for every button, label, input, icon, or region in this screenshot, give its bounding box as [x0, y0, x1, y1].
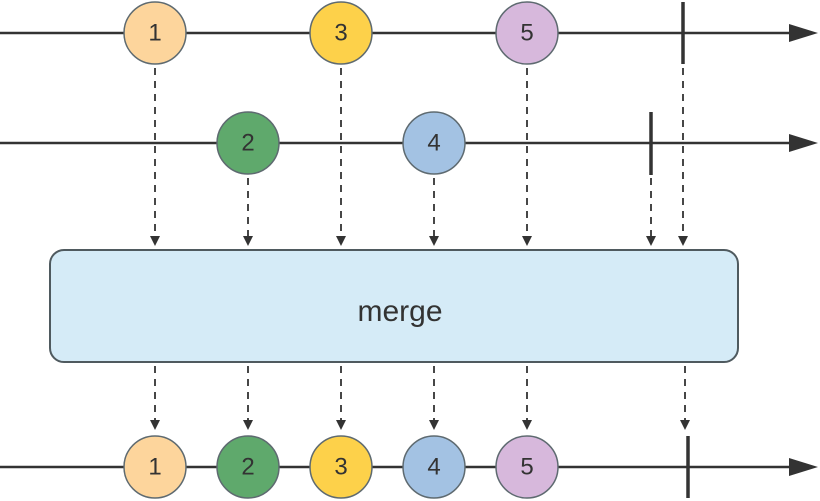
top-marble-5: 5: [495, 1, 559, 65]
top-marble-1: 1: [123, 1, 187, 65]
output-arrows: [150, 366, 690, 430]
svg-text:2: 2: [241, 129, 254, 156]
top-marble-3: 3: [309, 1, 373, 65]
middle-stream-arrowhead: [789, 134, 818, 152]
svg-text:5: 5: [520, 19, 533, 46]
output-marble-5: 5: [495, 435, 559, 499]
output-marble-2: 2: [216, 435, 280, 499]
output-marble-3: 3: [309, 435, 373, 499]
svg-text:3: 3: [334, 19, 347, 46]
middle-marble-4: 4: [402, 111, 466, 175]
svg-text:4: 4: [427, 129, 440, 156]
middle-marble-2: 2: [216, 111, 280, 175]
svg-text:2: 2: [241, 453, 254, 480]
output-marble-1: 1: [123, 435, 187, 499]
top-stream-arrowhead: [789, 24, 818, 42]
merge-operator: merge: [49, 249, 739, 363]
top-stream-line: [0, 24, 818, 42]
svg-text:5: 5: [520, 453, 533, 480]
svg-text:4: 4: [427, 453, 440, 480]
operator-label: merge: [357, 295, 442, 328]
svg-text:1: 1: [148, 453, 161, 480]
svg-text:3: 3: [334, 453, 347, 480]
svg-text:1: 1: [148, 19, 161, 46]
input-arrows: [150, 68, 688, 246]
output-marble-4: 4: [402, 435, 466, 499]
output-stream-arrowhead: [789, 458, 818, 476]
middle-stream-line: [0, 134, 818, 152]
